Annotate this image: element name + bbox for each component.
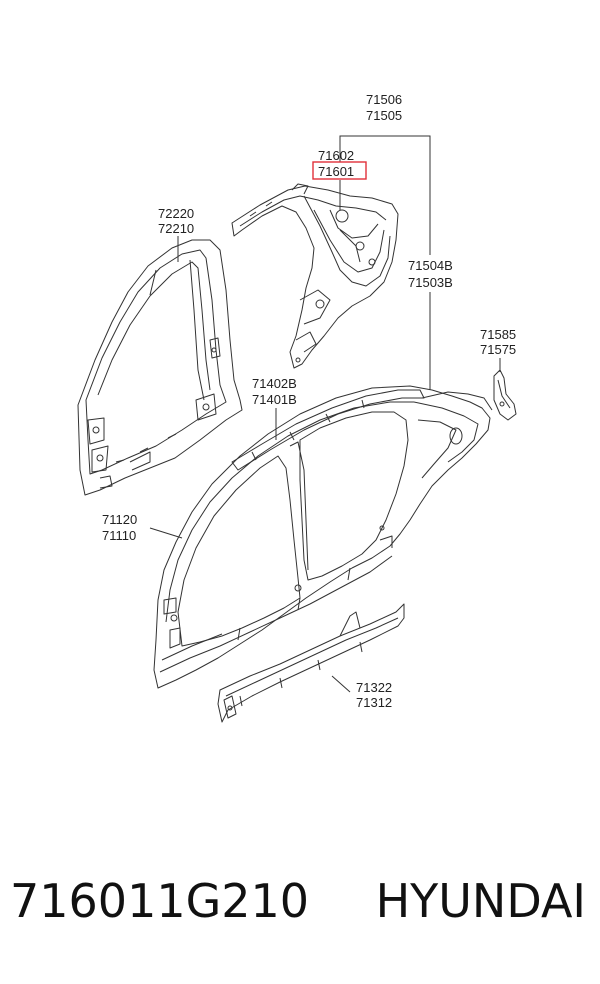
quarter-extension-panel bbox=[421, 391, 493, 411]
leader-line-71120 bbox=[149, 527, 183, 539]
label-71504b: 71504B bbox=[408, 258, 453, 273]
highlight-box-71601 bbox=[312, 161, 367, 180]
rear-quarter-inner-panel bbox=[231, 183, 399, 369]
label-71120: 71120 bbox=[102, 512, 137, 527]
caption: 716011G210 HYUNDAI bbox=[10, 874, 600, 928]
leader-line-71506 bbox=[339, 135, 431, 255]
label-71110: 71110 bbox=[102, 528, 136, 543]
label-71503b: 71503B bbox=[408, 275, 453, 290]
front-pillar-inner-panel bbox=[77, 239, 243, 496]
small-bracket bbox=[493, 369, 517, 421]
label-72210: 72210 bbox=[158, 221, 194, 236]
label-71505: 71505 bbox=[366, 108, 402, 123]
side-outer-panel bbox=[153, 385, 491, 689]
label-71312: 71312 bbox=[356, 695, 392, 710]
label-72220: 72220 bbox=[158, 206, 194, 221]
label-71402b: 71402B bbox=[252, 376, 297, 391]
label-71602: 71602 bbox=[318, 148, 354, 163]
label-71585: 71585 bbox=[480, 327, 516, 342]
caption-brand: HYUNDAI bbox=[375, 874, 586, 928]
side-sill-panel bbox=[217, 603, 405, 723]
label-71322: 71322 bbox=[356, 680, 392, 695]
leader-line-71322 bbox=[331, 675, 351, 693]
label-71601: 71601 bbox=[318, 164, 354, 179]
label-71575: 71575 bbox=[480, 342, 516, 357]
caption-part-number: 716011G210 bbox=[10, 874, 310, 928]
label-71401b: 71401B bbox=[252, 392, 297, 407]
label-71506: 71506 bbox=[366, 92, 402, 107]
